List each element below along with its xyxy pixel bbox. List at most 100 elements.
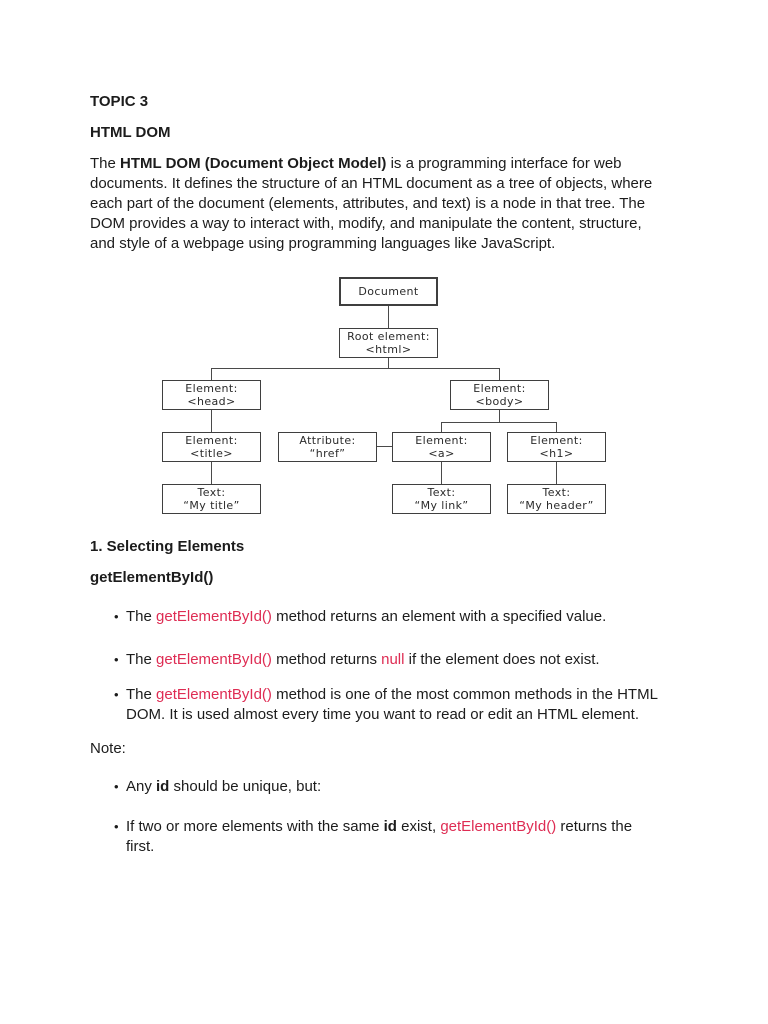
diagram-node-document: Document — [339, 277, 438, 306]
diagram-node-element-a: Element: <a> — [392, 432, 491, 462]
node-label: Element: — [185, 434, 238, 447]
connector — [499, 410, 500, 422]
node-label: Root element: — [347, 330, 430, 343]
node-label: Element: — [530, 434, 583, 447]
connector — [441, 422, 442, 432]
code-text: getElementById() — [156, 608, 272, 625]
node-value: <title> — [190, 447, 233, 460]
list-item-text: The getElementById() method is one of th… — [126, 685, 672, 725]
node-value: “My link” — [414, 499, 469, 512]
text: The — [126, 608, 157, 625]
intro-line: DOM provides a way to interact with, mod… — [90, 215, 642, 232]
bold-text: id — [156, 778, 170, 795]
node-value: “My header” — [519, 499, 594, 512]
diagram-node-root-element: Root element: <html> — [339, 328, 438, 358]
connector — [556, 422, 557, 432]
node-value: <a> — [428, 447, 455, 460]
bullet-icon: • — [114, 609, 119, 624]
node-label: Element: — [185, 382, 238, 395]
intro-line: documents. It defines the structure of a… — [90, 175, 653, 192]
dom-tree-diagram: Document Root element: <html> Element: <… — [90, 277, 672, 515]
connector — [441, 462, 442, 484]
intro-line: each part of the document (elements, att… — [90, 195, 646, 212]
diagram-node-element-body: Element: <body> — [450, 380, 549, 410]
node-value: <body> — [475, 395, 524, 408]
text: returns the — [556, 818, 633, 835]
text: should be unique, but: — [169, 778, 322, 795]
connector — [441, 422, 557, 423]
intro-line: The HTML DOM (Document Object Model) is … — [90, 154, 672, 174]
node-label: Attribute: — [299, 434, 356, 447]
list-item-text: Any id should be unique, but: — [126, 777, 672, 797]
code-text: getElementById() — [156, 651, 272, 668]
intro-line: and style of a webpage using programming… — [90, 235, 556, 252]
bullet-icon: • — [114, 687, 119, 702]
intro-text: is a programming interface for web — [386, 155, 622, 172]
node-label: Document — [358, 285, 419, 298]
list-item-text: The getElementById() method returns null… — [126, 650, 672, 670]
diagram-node-element-h1: Element: <h1> — [507, 432, 606, 462]
method-heading: getElementById() — [90, 569, 214, 586]
intro-text: The — [90, 155, 121, 172]
diagram-node-text-my-header: Text: “My header” — [507, 484, 606, 514]
selecting-elements-list: • The getElementById() method returns an… — [90, 607, 672, 725]
section-heading: 1. Selecting Elements — [90, 538, 245, 555]
connector — [499, 368, 500, 380]
connector — [377, 446, 392, 447]
bullet-icon: • — [114, 652, 119, 667]
node-value: <head> — [187, 395, 236, 408]
note-list: • Any id should be unique, but: • If two… — [90, 777, 672, 857]
diagram-node-attribute-href: Attribute: “href” — [278, 432, 377, 462]
bullet-icon: • — [114, 819, 119, 834]
text: method returns — [271, 651, 382, 668]
node-label: Text: — [427, 486, 456, 499]
list-item-line: DOM. It is used almost every time you wa… — [126, 706, 639, 723]
text: if the element does not exist. — [404, 651, 600, 668]
list-item-text: The getElementById() method returns an e… — [126, 607, 672, 627]
list-item: • The getElementById() method returns an… — [90, 607, 672, 627]
document-page: TOPIC 3 HTML DOM The HTML DOM (Document … — [90, 93, 672, 857]
list-item: • The getElementById() method returns nu… — [90, 650, 672, 670]
connector — [211, 368, 500, 369]
list-item: • If two or more elements with the same … — [90, 817, 672, 857]
node-label: Text: — [542, 486, 571, 499]
text: The — [126, 651, 157, 668]
intro-bold-text: HTML DOM (Document Object Model) — [120, 155, 387, 172]
list-item-line: The getElementById() method is one of th… — [126, 686, 658, 703]
text: exist, — [396, 818, 441, 835]
bullet-icon: • — [114, 779, 119, 794]
diagram-node-element-title: Element: <title> — [162, 432, 261, 462]
diagram-node-text-my-title: Text: “My title” — [162, 484, 261, 514]
connector — [388, 306, 389, 328]
code-text: null — [381, 651, 405, 668]
note-label: Note: — [90, 740, 126, 757]
topic-heading: TOPIC 3 — [90, 93, 149, 110]
list-item-line: If two or more elements with the same id… — [126, 818, 632, 835]
node-value: <h1> — [539, 447, 574, 460]
diagram-node-text-my-link: Text: “My link” — [392, 484, 491, 514]
text: If two or more elements with the same — [126, 818, 384, 835]
list-item-text: If two or more elements with the same id… — [126, 817, 672, 857]
node-label: Element: — [415, 434, 468, 447]
node-label: Element: — [473, 382, 526, 395]
subtitle-heading: HTML DOM — [90, 124, 171, 141]
list-item-line: first. — [126, 838, 155, 855]
node-value: “My title” — [183, 499, 240, 512]
text: method is one of the most common methods… — [271, 686, 658, 703]
text: The — [126, 686, 157, 703]
code-text: getElementById() — [440, 818, 557, 835]
intro-paragraph: The HTML DOM (Document Object Model) is … — [90, 154, 672, 254]
connector — [211, 368, 212, 380]
connector — [556, 462, 557, 484]
node-value: <html> — [365, 343, 412, 356]
list-item: • The getElementById() method is one of … — [90, 685, 672, 725]
text: method returns an element with a specifi… — [271, 608, 607, 625]
connector — [211, 410, 212, 432]
connector — [388, 358, 389, 368]
diagram-node-element-head: Element: <head> — [162, 380, 261, 410]
node-value: “href” — [309, 447, 346, 460]
bold-text: id — [383, 818, 397, 835]
connector — [211, 462, 212, 484]
text: Any — [126, 778, 157, 795]
list-item: • Any id should be unique, but: — [90, 777, 672, 797]
